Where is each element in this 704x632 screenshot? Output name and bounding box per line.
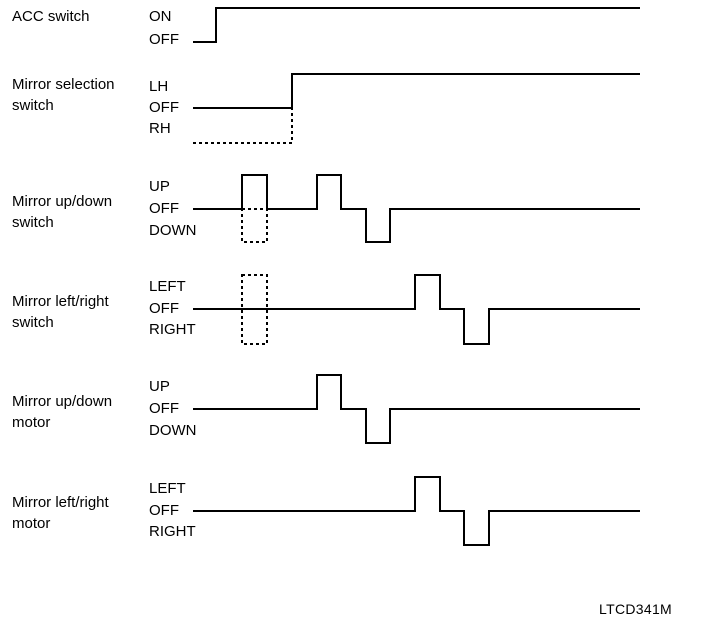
state-leftright-motor-right: RIGHT bbox=[149, 523, 196, 540]
state-selection-off: OFF bbox=[149, 99, 179, 116]
waveform-mirror-leftright-motor bbox=[193, 476, 640, 546]
label-mirror-updown-motor: Mirror up/down motor bbox=[12, 393, 113, 431]
state-updown-switch-off: OFF bbox=[149, 200, 179, 217]
reference-code: LTCD341M bbox=[599, 601, 672, 617]
waveform-mirror-updown-switch-dashed bbox=[241, 208, 268, 243]
waveform-mirror-selection-rh bbox=[193, 108, 293, 144]
state-acc-off: OFF bbox=[149, 31, 179, 48]
state-leftright-switch-right: RIGHT bbox=[149, 321, 196, 338]
state-leftright-switch-off: OFF bbox=[149, 300, 179, 317]
state-leftright-motor-off: OFF bbox=[149, 502, 179, 519]
waveform-mirror-selection-lh bbox=[193, 73, 640, 109]
state-updown-switch-up: UP bbox=[149, 178, 170, 195]
state-acc-on: ON bbox=[149, 8, 172, 25]
state-selection-lh: LH bbox=[149, 78, 169, 95]
label-mirror-updown-switch: Mirror up/down switch bbox=[12, 193, 113, 231]
label-mirror-leftright-switch: Mirror left/right switch bbox=[12, 293, 109, 331]
state-selection-rh: RH bbox=[149, 120, 171, 137]
state-leftright-switch-left: LEFT bbox=[149, 278, 186, 295]
state-updown-motor-up: UP bbox=[149, 378, 170, 395]
state-updown-motor-down: DOWN bbox=[149, 422, 197, 439]
state-leftright-motor-left: LEFT bbox=[149, 480, 186, 497]
state-updown-motor-off: OFF bbox=[149, 400, 179, 417]
waveform-acc-switch bbox=[193, 7, 640, 43]
waveform-mirror-updown-switch bbox=[193, 174, 640, 243]
label-mirror-selection-switch: Mirror selection switch bbox=[12, 76, 115, 114]
label-acc-switch: ACC switch bbox=[12, 8, 90, 25]
state-updown-switch-down: DOWN bbox=[149, 222, 197, 239]
label-mirror-leftright-motor: Mirror left/right motor bbox=[12, 494, 109, 532]
waveform-mirror-leftright-switch-dashed bbox=[241, 274, 268, 345]
waveform-mirror-leftright-switch bbox=[193, 274, 640, 345]
waveform-mirror-updown-motor bbox=[193, 374, 640, 444]
